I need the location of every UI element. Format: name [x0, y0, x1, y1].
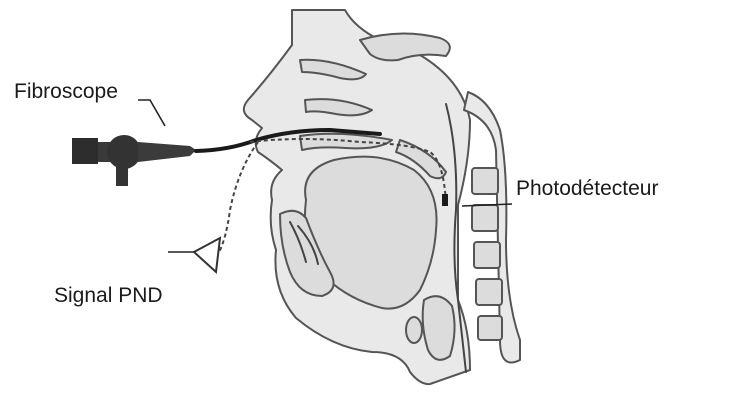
vertebra-4 [476, 279, 502, 305]
skull-base [360, 33, 450, 60]
vertebra-2 [472, 205, 498, 231]
head-section [244, 10, 470, 384]
fibroscope-leader [138, 100, 165, 126]
hyoid [406, 317, 422, 343]
vertebrae [464, 92, 520, 363]
label-photodetector: Photodétecteur [516, 177, 658, 200]
larynx [423, 296, 455, 360]
amplifier-symbol [194, 238, 220, 272]
fibroscope-light-port [116, 166, 128, 186]
fibroscope-control-body [107, 135, 141, 169]
signal-wire [218, 142, 258, 254]
label-fibroscope: Fibroscope [14, 80, 118, 103]
photodetector-tip [442, 194, 448, 206]
label-signal: Signal PND [54, 284, 163, 307]
fibroscope-eyepiece [72, 138, 98, 164]
vertebra-3 [474, 242, 500, 268]
vertebra-5 [478, 316, 502, 340]
fibroscope-handle [138, 142, 196, 162]
vertebra-1 [472, 168, 498, 194]
